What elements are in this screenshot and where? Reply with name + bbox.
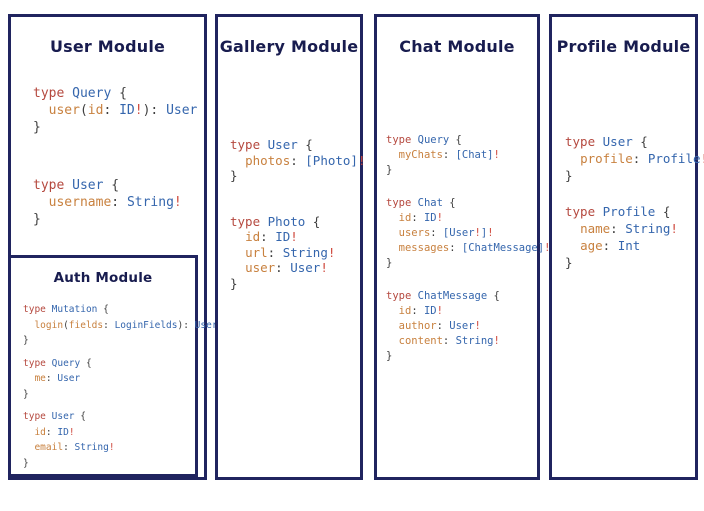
code-line: content: String! bbox=[398, 335, 500, 347]
code-block: type User { photos: [Photo]!} bbox=[230, 137, 366, 184]
code-line: age: Int bbox=[580, 238, 641, 253]
code-line: type Chat { bbox=[386, 197, 456, 209]
panel-chat-module: Chat Module type Query { myChats: [Chat]… bbox=[374, 14, 551, 480]
panel-title-user-module: User Module bbox=[49, 37, 166, 56]
code-line: email: String! bbox=[34, 442, 115, 453]
code-line: } bbox=[23, 388, 29, 400]
code-line: } bbox=[33, 212, 41, 227]
code-line: photos: [Photo]! bbox=[245, 152, 366, 168]
panel-gallery-module: Gallery Module type User { photos: [Phot… bbox=[215, 14, 366, 480]
panel-user-module: User Module type Query { user(id: ID!): … bbox=[8, 14, 218, 480]
code-line: } bbox=[230, 275, 238, 291]
code-line: } bbox=[565, 255, 573, 270]
code-line: type Query { bbox=[23, 357, 92, 369]
code-line: login(fields: LoginFields): User bbox=[34, 319, 218, 331]
code-block: type User { username: String!} bbox=[33, 177, 204, 228]
panel-auth-module: Auth Module type Mutation { login(fields… bbox=[8, 255, 218, 477]
code-block: type Query { user(id: ID!): User} bbox=[33, 85, 204, 136]
code-auth-module: type Mutation { login(fields: LoginField… bbox=[11, 302, 218, 471]
code-line: } bbox=[23, 457, 29, 469]
code-line: id: ID! bbox=[398, 212, 443, 224]
code-line: user: User! bbox=[245, 260, 328, 275]
code-line: } bbox=[565, 168, 573, 183]
panel-title-chat-module: Chat Module bbox=[399, 37, 515, 56]
code-line: user(id: ID!): User bbox=[48, 103, 198, 118]
code-line: profile: Profile! bbox=[580, 151, 704, 166]
code-line: messages: [ChatMessage]! bbox=[398, 242, 551, 254]
panel-title-gallery-module: Gallery Module bbox=[219, 37, 359, 56]
code-line: } bbox=[386, 164, 393, 176]
code-line: type Query { bbox=[386, 134, 462, 146]
code-line: } bbox=[230, 168, 238, 183]
code-gallery-module: type User { photos: [Photo]!}type Photo … bbox=[218, 137, 366, 292]
code-line: } bbox=[386, 257, 393, 269]
code-line: type Profile { bbox=[565, 204, 671, 219]
code-line: type ChatMessage { bbox=[386, 290, 500, 302]
code-line: users: [User!]! bbox=[398, 227, 494, 239]
code-line: id: ID! bbox=[245, 229, 298, 244]
code-block: type Chat { id: ID! users: [User!]! mess… bbox=[386, 196, 551, 271]
code-block: type Profile { name: String! age: Int} bbox=[565, 203, 695, 271]
code-line: id: ID! bbox=[34, 426, 75, 438]
panel-title-auth-module: Auth Module bbox=[53, 270, 153, 286]
code-line: myChats: [Chat]! bbox=[398, 149, 500, 161]
code-line: id: ID! bbox=[398, 305, 443, 317]
code-line: } bbox=[33, 120, 41, 135]
code-block: type User { profile: Profile!} bbox=[565, 133, 704, 184]
code-line: author: User! bbox=[398, 320, 481, 332]
code-block: type Query { me: User} bbox=[23, 356, 195, 403]
code-line: type User { bbox=[33, 178, 120, 193]
code-line: name: String! bbox=[580, 221, 678, 236]
code-line: type Query { bbox=[33, 86, 127, 101]
code-line: me: User bbox=[34, 373, 81, 384]
code-line: } bbox=[23, 335, 29, 346]
panel-title-profile-module: Profile Module bbox=[556, 37, 691, 56]
code-chat-module: type Query { myChats: [Chat]!}type Chat … bbox=[377, 133, 551, 364]
code-line: type Mutation { bbox=[23, 304, 109, 315]
code-line: } bbox=[386, 350, 393, 362]
code-line: type User { bbox=[23, 411, 86, 422]
code-block: type Mutation { login(fields: LoginField… bbox=[23, 302, 218, 349]
code-block: type Photo { id: ID! url: String! user: … bbox=[230, 214, 360, 292]
code-block: type Query { myChats: [Chat]!} bbox=[386, 133, 537, 178]
code-block: type User { id: ID! email: String!} bbox=[23, 409, 195, 471]
code-user-module: type Query { user(id: ID!): User}type Us… bbox=[11, 85, 204, 228]
code-line: username: String! bbox=[48, 195, 182, 210]
code-line: url: String! bbox=[245, 244, 336, 260]
code-line: type User { bbox=[230, 137, 313, 152]
panel-profile-module: Profile Module type User { profile: Prof… bbox=[549, 14, 704, 480]
code-line: type User { bbox=[565, 134, 648, 149]
code-profile-module: type User { profile: Profile!}type Profi… bbox=[552, 133, 704, 271]
code-line: type Photo { bbox=[230, 213, 321, 229]
code-block: type ChatMessage { id: ID! author: User!… bbox=[386, 289, 537, 364]
